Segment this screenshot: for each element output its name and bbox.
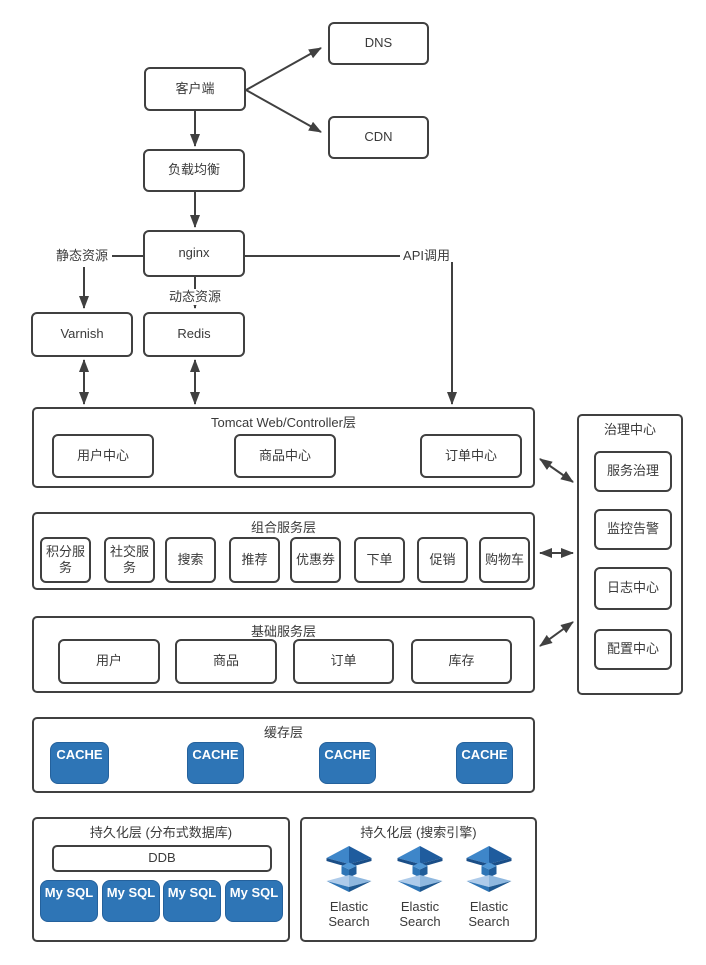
node-client: 客户端 (144, 67, 246, 111)
node-nginx: nginx (143, 230, 245, 277)
layer-base: 基础服务层 用户 商品 订单 库存 (32, 616, 535, 693)
node-recommend-service: 推荐 (229, 537, 280, 583)
node-user-base: 用户 (58, 639, 160, 684)
node-social-service: 社交服务 (104, 537, 155, 583)
node-mysql-3: My SQL (163, 880, 221, 922)
node-product-base: 商品 (175, 639, 277, 684)
node-varnish: Varnish (31, 312, 133, 357)
node-user-center: 用户中心 (52, 434, 154, 478)
layer-persistence-db: 持久化层 (分布式数据库) DDB My SQL My SQL My SQL M… (32, 817, 290, 942)
layer-base-title: 基础服务层 (250, 624, 316, 639)
layer-persistence-db-title: 持久化层 (分布式数据库) (89, 825, 233, 840)
layer-tomcat: Tomcat Web/Controller层 用户中心 商品中心 订单中心 (32, 407, 535, 488)
layer-composite: 组合服务层 积分服务 社交服务 搜索 推荐 优惠券 下单 促销 购物车 (32, 512, 535, 590)
node-product-center: 商品中心 (234, 434, 336, 478)
node-config-center: 配置中心 (594, 629, 672, 670)
elasticsearch-icon (326, 846, 372, 892)
arrow-base-governance (539, 621, 574, 647)
node-monitoring-alert: 监控告警 (594, 509, 672, 550)
arrow-client-dns (245, 47, 322, 91)
node-order-center: 订单中心 (420, 434, 522, 478)
node-place-order-service: 下单 (354, 537, 405, 583)
layer-persistence-search: 持久化层 (搜索引擎) Elastic Search (300, 817, 537, 942)
label-api-call: API调用 (400, 248, 450, 264)
layer-tomcat-title: Tomcat Web/Controller层 (211, 415, 356, 430)
label-static-resource: 静态资源 (52, 248, 112, 264)
elasticsearch-label: Elastic Search (328, 899, 370, 929)
label-dynamic-resource: 动态资源 (163, 289, 227, 305)
node-points-service: 积分服务 (40, 537, 91, 583)
node-promotion-service: 促销 (417, 537, 468, 583)
node-load-balancer: 负载均衡 (143, 149, 245, 192)
elasticsearch-unit: Elastic Search (318, 846, 380, 929)
layer-cache: 缓存层 CACHE CACHE CACHE CACHE (32, 717, 535, 793)
node-cdn: CDN (328, 116, 429, 159)
node-coupon-service: 优惠券 (290, 537, 341, 583)
elasticsearch-unit: Elastic Search (389, 846, 451, 929)
node-mysql-4: My SQL (225, 880, 283, 922)
node-ddb: DDB (52, 845, 272, 872)
panel-governance: 治理中心 服务治理 监控告警 日志中心 配置中心 (577, 414, 683, 695)
layer-composite-title: 组合服务层 (250, 520, 316, 535)
node-log-center: 日志中心 (594, 567, 672, 610)
node-mysql-1: My SQL (40, 880, 98, 922)
elasticsearch-label: Elastic Search (399, 899, 441, 929)
elasticsearch-unit: Elastic Search (458, 846, 520, 929)
node-service-governance: 服务治理 (594, 451, 672, 492)
node-order-base: 订单 (293, 639, 394, 684)
arrow-tomcat-governance (539, 458, 574, 483)
arrow-client-cdn (245, 89, 322, 133)
elasticsearch-icon (397, 846, 443, 892)
node-search-service: 搜索 (165, 537, 216, 583)
elasticsearch-icon (466, 846, 512, 892)
node-cache-2: CACHE (187, 742, 244, 784)
node-cache-3: CACHE (319, 742, 376, 784)
governance-title: 治理中心 (603, 422, 656, 437)
node-cache-4: CACHE (456, 742, 513, 784)
node-inventory-base: 库存 (411, 639, 512, 684)
layer-cache-title: 缓存层 (263, 725, 303, 740)
node-redis: Redis (143, 312, 245, 357)
node-cache-1: CACHE (50, 742, 109, 784)
node-dns: DNS (328, 22, 429, 65)
layer-persistence-search-title: 持久化层 (搜索引擎) (360, 825, 477, 840)
node-cart-service: 购物车 (479, 537, 530, 583)
elasticsearch-label: Elastic Search (468, 899, 510, 929)
node-mysql-2: My SQL (102, 880, 160, 922)
